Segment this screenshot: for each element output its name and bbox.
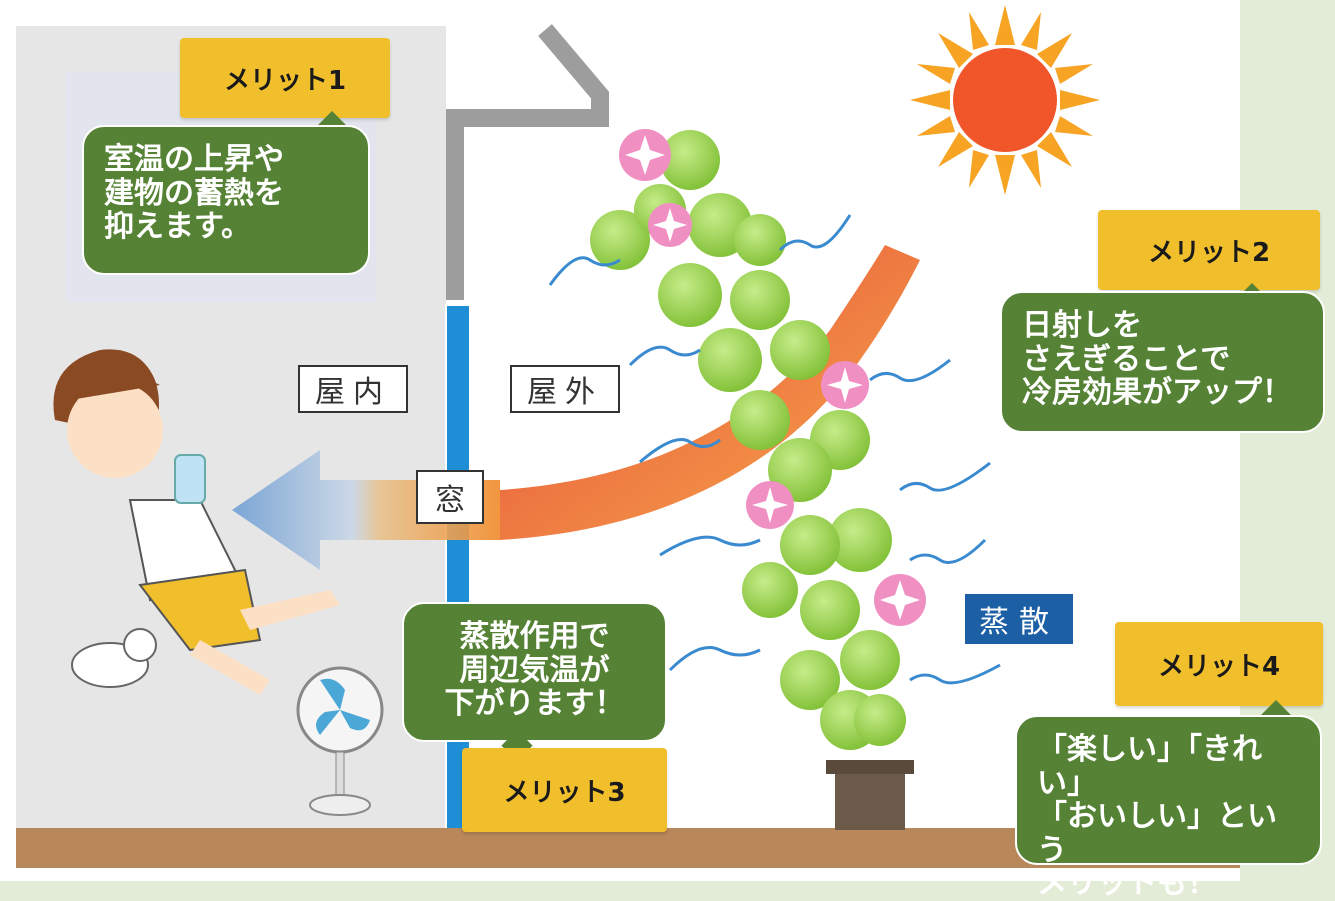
merit-4-tag: メリット4 [1115, 622, 1323, 706]
sunlight-beam [500, 245, 920, 540]
outdoor-label: 屋外 [510, 365, 620, 413]
merit-1-text: 室温の上昇や 建物の蓄熱を 抑えます。 [82, 125, 370, 275]
merit-2-text: 日射しを さえぎることで 冷房効果がアップ！ [1000, 291, 1325, 433]
pot-rim [826, 760, 914, 774]
merit-4-text: 「楽しい」「きれい」 「おいしい」という メリットも！ [1015, 715, 1322, 901]
evaporation-arrows [548, 214, 1001, 685]
morning-glory-flowers [619, 129, 926, 626]
evaporation-label: 蒸散 [965, 594, 1073, 644]
roof-outline [446, 24, 609, 300]
merit-3-text: 蒸散作用で 周辺気温が 下がります！ [402, 602, 667, 742]
merit-2-tag: メリット2 [1098, 210, 1320, 290]
window-label: 窓 [416, 470, 484, 524]
girl-illustration [53, 349, 340, 695]
merit-1-tag: メリット1 [180, 38, 390, 118]
plant-pot [835, 765, 905, 830]
sun-icon [910, 5, 1100, 195]
cat-illustration [71, 628, 157, 688]
indoor-label: 屋内 [298, 365, 408, 413]
merit-3-tag: メリット3 [462, 748, 667, 832]
fan-illustration [296, 666, 384, 816]
vine-leaves [590, 130, 906, 750]
